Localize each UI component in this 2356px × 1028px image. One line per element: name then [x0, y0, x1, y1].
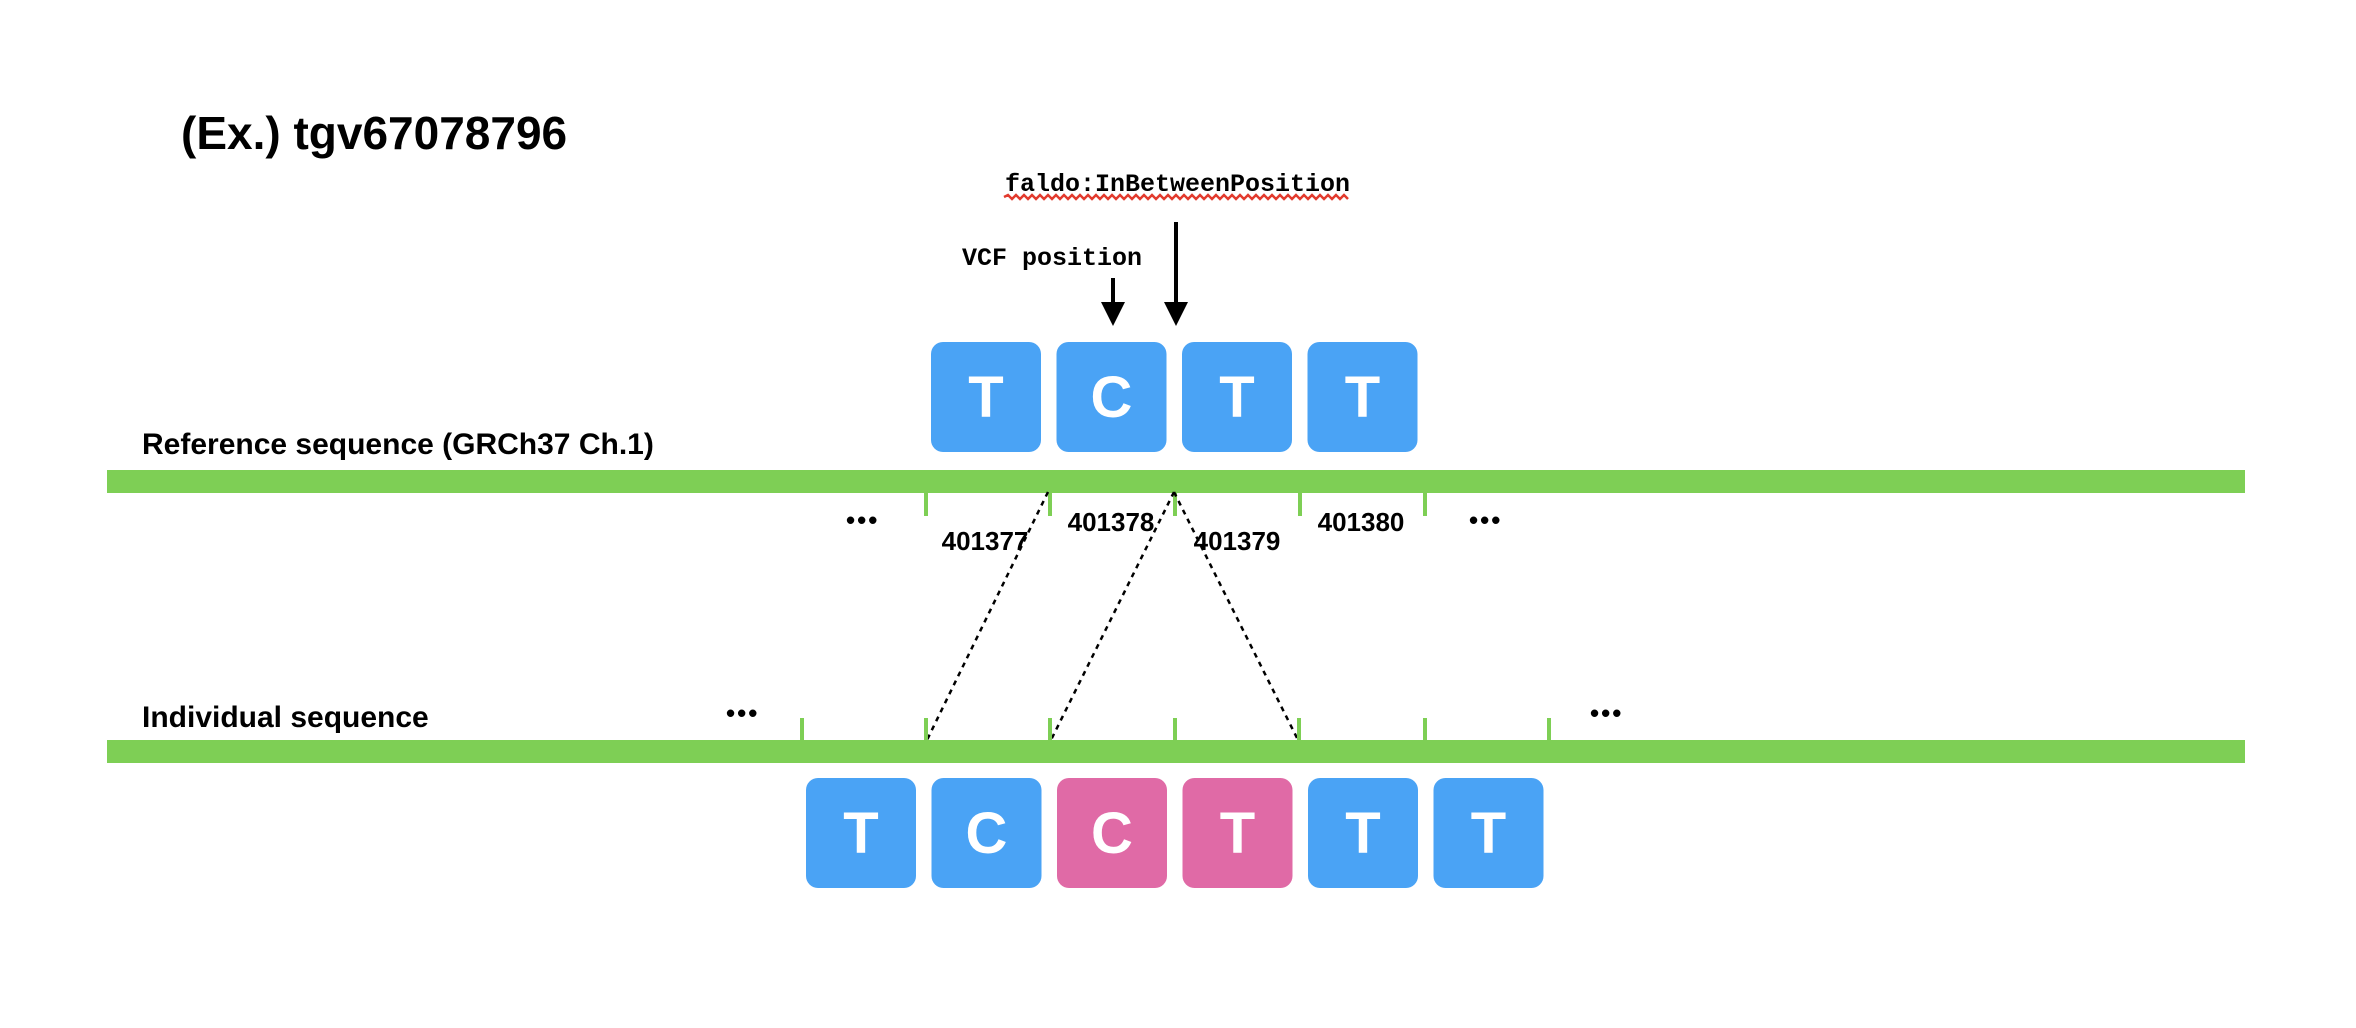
individual-base-2: C: [931, 778, 1042, 888]
reference-position-401379: 401379: [1194, 526, 1281, 556]
individual-tick-6: [1423, 718, 1427, 743]
mapping-line-3: [1172, 491, 1301, 743]
reference-tick-2: [1048, 491, 1052, 516]
reference-sequence-bar: [107, 470, 2245, 493]
reference-base-box: [1182, 342, 1292, 452]
reference-ellipsis-right: •••: [1469, 505, 1502, 535]
individual-ellipsis-left: •••: [726, 698, 759, 728]
individual-base-box: [1057, 778, 1167, 888]
individual-base-letter: T: [1220, 801, 1255, 866]
inserted-base-4: T: [1182, 778, 1293, 888]
individual-base-box: [931, 778, 1042, 888]
individual-tick-1: [800, 718, 804, 743]
individual-base-letter: T: [1345, 801, 1380, 866]
reference-tick-5: [1423, 491, 1427, 516]
individual-sequence-label: Individual sequence: [142, 701, 429, 734]
mapping-line-2: [1048, 491, 1176, 743]
reference-base-3: T: [1182, 342, 1292, 452]
individual-base-6: T: [1433, 778, 1544, 888]
reference-sequence-label: Reference sequence (GRCh37 Ch.1): [142, 428, 654, 461]
individual-base-letter: C: [1091, 801, 1133, 866]
individual-base-box: [806, 778, 916, 888]
reference-base-letter: T: [1345, 365, 1380, 430]
reference-tick-3: [1173, 491, 1177, 516]
individual-tick-3: [1048, 718, 1052, 743]
individual-tick-4: [1173, 718, 1177, 743]
individual-sequence-bar: [107, 740, 2245, 763]
individual-base-box: [1433, 778, 1544, 888]
reference-base-letter: T: [1219, 365, 1254, 430]
individual-tick-7: [1547, 718, 1551, 743]
individual-base-box: [1182, 778, 1293, 888]
reference-base-box: [1056, 342, 1167, 452]
reference-position-401380: 401380: [1318, 507, 1405, 537]
reference-ellipsis-left: •••: [846, 505, 879, 535]
individual-tick-2: [924, 718, 928, 743]
reference-base-letter: C: [1091, 365, 1133, 430]
individual-ellipsis-right: •••: [1590, 698, 1623, 728]
vcf-position-label: VCF position: [962, 244, 1142, 273]
reference-base-box: [931, 342, 1041, 452]
reference-base-box: [1307, 342, 1418, 452]
individual-base-box: [1308, 778, 1418, 888]
reference-ticks: [924, 491, 1427, 516]
reference-base-4: T: [1307, 342, 1418, 452]
individual-ticks: [800, 718, 1551, 743]
faldo-arrow: [1164, 222, 1188, 326]
reference-base-letter: T: [968, 365, 1003, 430]
reference-position-401377: 401377: [942, 526, 1029, 556]
reference-base-2: C: [1056, 342, 1167, 452]
reference-positions: 401377 401378 401379 401380: [942, 507, 1405, 556]
mapping-line-1: [924, 491, 1050, 743]
individual-base-1: T: [806, 778, 916, 888]
mapping-lines: [924, 491, 1301, 743]
individual-base-letter: T: [843, 801, 878, 866]
reference-position-401378: 401378: [1068, 507, 1155, 537]
reference-tick-1: [924, 491, 928, 516]
faldo-spellcheck-underline: [1003, 193, 1349, 201]
diagram-title: (Ex.) tgv67078796: [181, 107, 567, 159]
reference-tick-4: [1298, 491, 1302, 516]
individual-base-letter: T: [1471, 801, 1506, 866]
individual-base-letter: C: [966, 801, 1008, 866]
inserted-base-3: C: [1057, 778, 1167, 888]
individual-tick-5: [1297, 718, 1301, 743]
faldo-label: faldo:InBetweenPosition: [1005, 170, 1350, 199]
individual-base-5: T: [1308, 778, 1418, 888]
reference-base-1: T: [931, 342, 1041, 452]
vcf-position-arrow: [1101, 278, 1125, 326]
